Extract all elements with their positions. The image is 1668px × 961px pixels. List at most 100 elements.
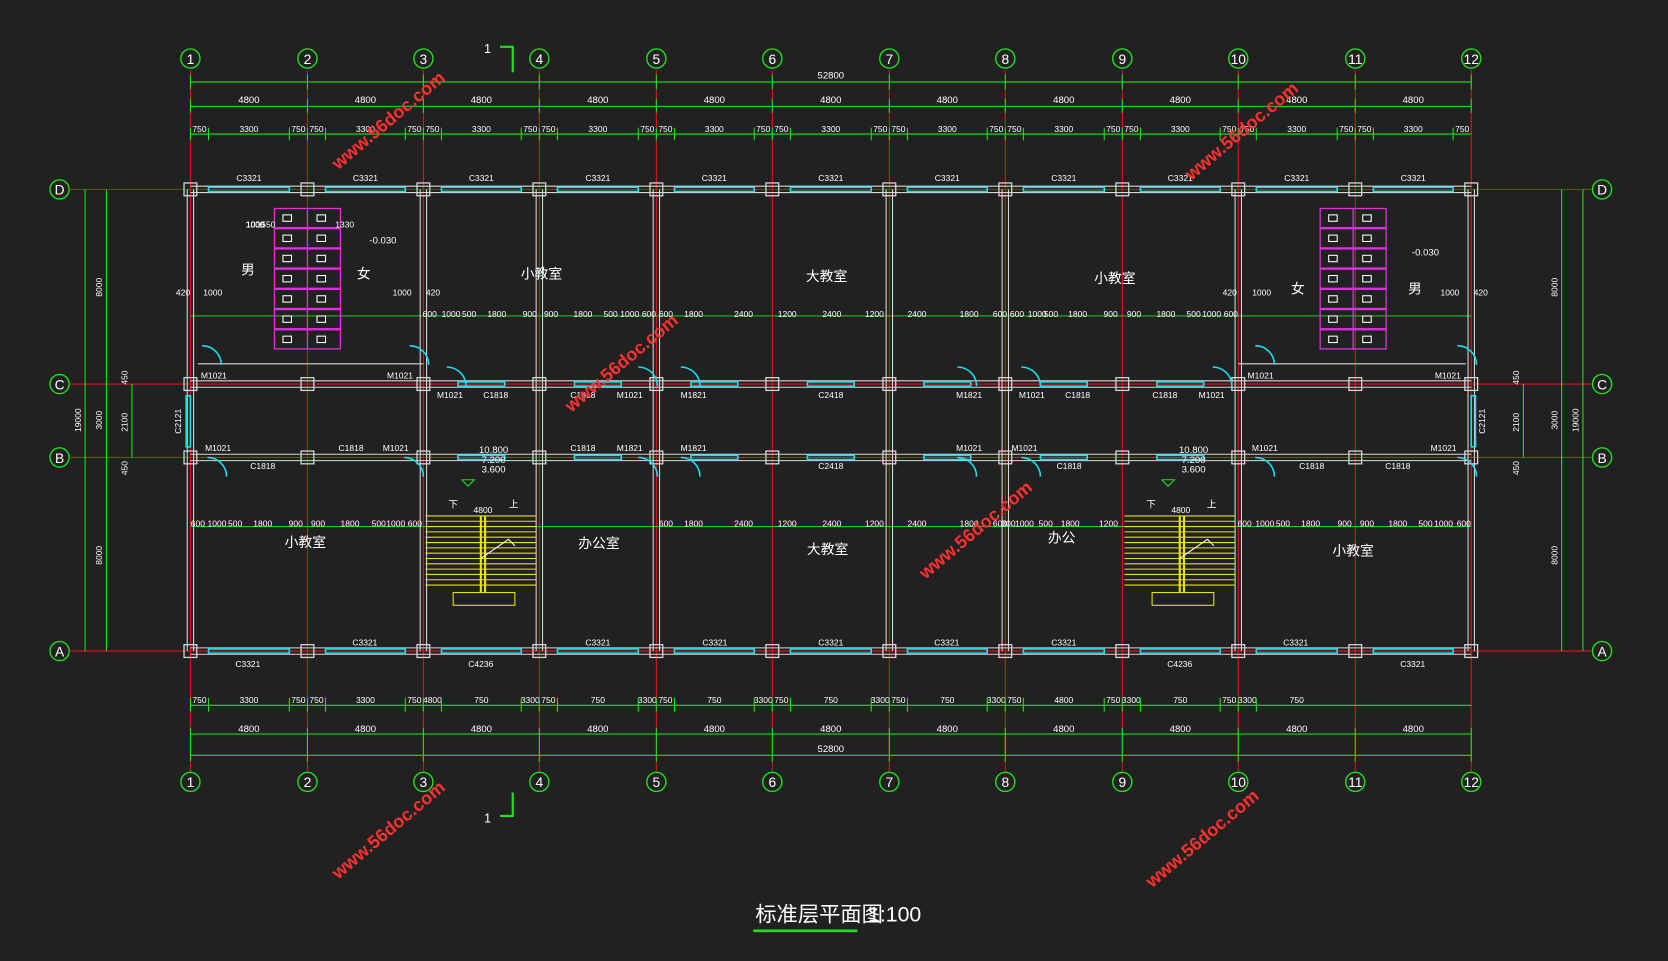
door-label: M1021 bbox=[1435, 371, 1461, 381]
window-label: C1818 bbox=[570, 443, 595, 453]
door-label: M1021 bbox=[387, 371, 413, 381]
interior-dim: 1000 bbox=[246, 220, 265, 230]
window-label: C1818 bbox=[1152, 390, 1177, 400]
section-label-top: 1 bbox=[484, 41, 491, 56]
column bbox=[300, 644, 315, 659]
window bbox=[440, 648, 523, 654]
axis-bubble-bottom bbox=[1460, 771, 1482, 793]
door-arc bbox=[207, 456, 228, 477]
window bbox=[789, 186, 873, 193]
toilet-bowl bbox=[1362, 335, 1372, 344]
interior-dim: 2400 bbox=[822, 519, 841, 529]
door-arc bbox=[404, 456, 425, 477]
window bbox=[1039, 454, 1089, 461]
bay-dim-bottom: 4800 bbox=[587, 724, 608, 735]
window bbox=[923, 454, 972, 461]
column bbox=[649, 644, 664, 659]
interior-dim: 1800 bbox=[960, 519, 979, 529]
interior-dim: 500 bbox=[604, 309, 618, 319]
watermark-text: www.56doc.com bbox=[560, 310, 682, 417]
window bbox=[573, 454, 623, 461]
room-label: 小教室 bbox=[521, 266, 563, 282]
interior-dim: 2400 bbox=[908, 519, 927, 529]
vdim: 8000 bbox=[1549, 278, 1559, 297]
door-arc bbox=[638, 456, 659, 477]
axis-bubble-label: C bbox=[55, 376, 65, 392]
room-label: 大教室 bbox=[807, 541, 849, 557]
toilet-bowl bbox=[1328, 254, 1338, 263]
axis-bubble-top bbox=[1460, 48, 1482, 69]
detail-dim-top: 3300 bbox=[1054, 124, 1073, 134]
overall-dim-bottom: 52800 bbox=[818, 744, 845, 755]
stair-width-label: 4800 bbox=[474, 505, 493, 515]
window bbox=[440, 186, 523, 193]
window-label: C1818 bbox=[1299, 461, 1324, 471]
window bbox=[1022, 648, 1106, 654]
toilet-bowl bbox=[282, 315, 293, 323]
window-label: C1818 bbox=[1057, 461, 1082, 471]
column bbox=[882, 644, 897, 659]
detail-dim-top: 750 bbox=[425, 124, 439, 134]
overall-dim-top: 52800 bbox=[818, 71, 845, 82]
detail-dim-bottom: 750 bbox=[891, 695, 905, 705]
bay-dim-top: 4800 bbox=[704, 95, 725, 106]
interior-dim: 900 bbox=[1127, 309, 1141, 319]
room-label: 办公室 bbox=[578, 535, 620, 551]
window-label: C3321 bbox=[1284, 173, 1309, 183]
column bbox=[1231, 450, 1246, 465]
interior-dim: 1000 bbox=[1440, 288, 1459, 298]
room-label: 男 bbox=[1408, 281, 1422, 297]
door-label: M1821 bbox=[617, 443, 643, 453]
column bbox=[183, 450, 198, 465]
column bbox=[1348, 182, 1363, 197]
room-label: 女 bbox=[357, 266, 371, 282]
window bbox=[324, 648, 407, 654]
bay-dim-bottom: 4800 bbox=[704, 724, 725, 735]
window-label: C3321 bbox=[1401, 173, 1426, 183]
axis-bubble-label: 3 bbox=[420, 774, 428, 790]
axis-bubble-label: B bbox=[1597, 450, 1606, 466]
axis-bubble-left bbox=[49, 640, 70, 662]
axis-bubble-right bbox=[1591, 373, 1613, 395]
window-label: C1818 bbox=[483, 390, 508, 400]
toilet-bowl bbox=[1328, 234, 1338, 243]
column bbox=[416, 377, 431, 392]
door-label: M1021 bbox=[617, 390, 643, 400]
window bbox=[1139, 186, 1221, 193]
axis-bubble-label: 1 bbox=[187, 51, 195, 67]
door-label: M1821 bbox=[681, 390, 707, 400]
detail-dim-bottom: 750 bbox=[309, 695, 323, 705]
windows bbox=[185, 186, 1478, 654]
column bbox=[300, 182, 315, 197]
detail-dim-top: 3300 bbox=[588, 124, 607, 134]
toilet-bowl bbox=[316, 295, 327, 303]
bay-dim-top: 4800 bbox=[1170, 95, 1191, 106]
window-label: C3321 bbox=[935, 173, 960, 183]
axis-bubble-label: 6 bbox=[768, 51, 776, 67]
end-window bbox=[185, 394, 192, 448]
door-arc bbox=[1457, 456, 1478, 477]
column bbox=[183, 644, 198, 659]
door-label: M1021 bbox=[1019, 390, 1045, 400]
bay-dim-bottom: 4800 bbox=[238, 724, 259, 735]
detail-dim-bottom: 750 bbox=[1007, 695, 1021, 705]
window-label: C3321 bbox=[352, 638, 377, 648]
detail-dim-top: 750 bbox=[658, 124, 672, 134]
stair-up-label: 上 bbox=[509, 499, 519, 510]
toilet-bowl bbox=[282, 274, 293, 283]
axis-bubble-label: 2 bbox=[304, 774, 312, 790]
detail-dim-bottom: 4800 bbox=[423, 695, 442, 705]
interior-dim: 1000 bbox=[620, 309, 639, 319]
column bbox=[532, 377, 547, 392]
detail-dim-bottom: 3300 bbox=[754, 695, 773, 705]
axis-bubble-bottom bbox=[1112, 771, 1133, 793]
stair-landing bbox=[452, 592, 516, 606]
detail-dim-bottom: 750 bbox=[541, 695, 555, 705]
axis-bubble-left bbox=[49, 447, 70, 468]
room-label: 小教室 bbox=[1332, 542, 1374, 558]
window-label: C3321 bbox=[585, 173, 610, 183]
window-label: C2121 bbox=[173, 408, 183, 433]
section-label-bottom: 1 bbox=[484, 810, 491, 825]
